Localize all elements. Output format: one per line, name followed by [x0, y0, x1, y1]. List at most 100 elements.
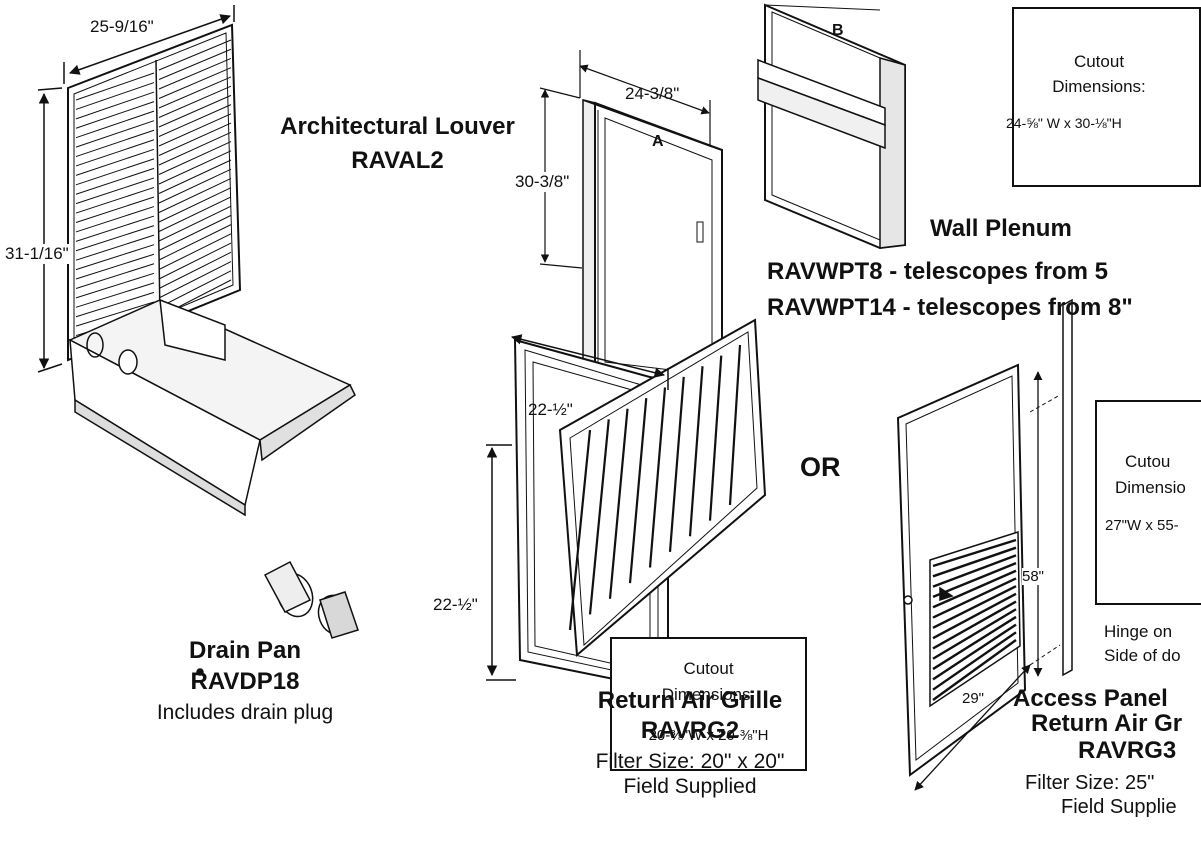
slat-line	[75, 110, 155, 139]
slat-line	[158, 205, 232, 242]
slat-line	[158, 261, 232, 299]
access-panel-title-2: Return Air Gr	[1031, 710, 1183, 737]
slat-line	[75, 253, 155, 280]
plenum-line-1: RAVWPT8 - telescopes from 5	[767, 258, 1108, 285]
plenum-cutout-box: Cutout Dimensions: 24-⅝" W x 30-⅛"H	[1006, 7, 1201, 187]
slat-line	[75, 82, 155, 110]
slat-line	[608, 408, 629, 599]
slat-line	[588, 419, 610, 615]
louver-height-dimension	[37, 87, 63, 373]
louver-title: Architectural Louver	[280, 113, 515, 140]
slat-line	[75, 148, 155, 176]
drain-pan-title: Drain Pan	[188, 637, 302, 664]
access-panel-width-dimension	[914, 664, 1031, 791]
slat-line	[932, 561, 1017, 599]
return-grille-width-label: 22-½"	[528, 400, 573, 419]
slat-line	[158, 122, 232, 156]
access-panel-filter: Filter Size: 25"	[1025, 772, 1155, 794]
plenum-drawing	[757, 3, 906, 250]
louver-model: RAVAL2	[351, 147, 444, 174]
access-panel-model: RAVRG3	[1078, 737, 1177, 764]
slat-line	[75, 91, 155, 120]
slat-line	[75, 158, 155, 186]
slat-line	[158, 104, 232, 137]
sleeve-width-label: 24-3/8"	[625, 84, 680, 103]
slat-line	[75, 244, 155, 271]
slat-line	[75, 129, 155, 158]
slat-line	[158, 196, 232, 232]
slat-line	[158, 159, 232, 194]
slat-line	[932, 600, 1017, 650]
return-grille-height-label: 22-½"	[433, 595, 478, 615]
slat-line	[158, 131, 232, 166]
slat-line	[75, 291, 155, 318]
slat-line	[728, 344, 742, 506]
slat-line	[75, 272, 155, 299]
slat-line	[75, 225, 155, 252]
slat-line	[75, 167, 155, 195]
slat-line	[75, 234, 155, 261]
return-grille-drawing	[513, 318, 767, 692]
slat-line	[158, 85, 232, 118]
drain-pan-drawing	[68, 298, 359, 676]
drain-pan-note: Includes drain plug	[156, 701, 334, 724]
or-label: OR	[800, 452, 841, 482]
plenum-label-b: B	[832, 22, 844, 39]
sleeve-drawing	[582, 99, 723, 386]
slat-line	[158, 141, 232, 175]
slat-line	[932, 585, 1017, 629]
sleeve-height-label: 30-3/8"	[515, 172, 570, 192]
slat-line	[158, 242, 232, 280]
plenum-line-2: RAVWPT14 - telescopes from 8"	[767, 294, 1133, 321]
access-panel-supplied: Field Supplie	[1061, 796, 1177, 818]
return-grille-width-dimension	[510, 334, 669, 390]
access-panel-hinge-2: Side of do	[1104, 646, 1181, 665]
access-panel-width-label: 29"	[962, 690, 985, 707]
slat-line	[688, 366, 704, 537]
return-grille-supplied: Field Supplied	[623, 775, 757, 798]
slat-line	[932, 569, 1017, 609]
drain-pan-model: RAVDP18	[190, 668, 300, 695]
plenum-title: Wall Plenum	[930, 215, 1072, 242]
slat-line	[932, 608, 1017, 660]
plenum-cutout-title: Cutout	[1073, 52, 1125, 71]
slat-line	[75, 206, 155, 233]
plenum-cutout-size: 24-⅝" W x 30-⅛"H	[1006, 115, 1122, 131]
louver-height-label: 31-1/16"	[5, 244, 69, 264]
slat-line	[158, 251, 232, 289]
slat-line	[932, 546, 1017, 578]
plenum-cutout-subtitle: Dimensions:	[1052, 77, 1146, 96]
slat-line	[932, 538, 1017, 568]
access-panel-title-1: Access Panel	[1013, 685, 1168, 712]
sleeve-label-a: A	[652, 133, 664, 150]
slat-line	[158, 113, 232, 147]
slat-line	[932, 592, 1017, 640]
slat-line	[568, 429, 592, 631]
slat-line	[708, 355, 723, 521]
slat-line	[158, 150, 232, 185]
slat-line	[75, 263, 155, 289]
return-grille-title: Return Air Grille	[597, 687, 783, 714]
return-grille-filter: Filter Size: 20" x 20"	[595, 750, 785, 773]
slat-line	[932, 554, 1017, 588]
louver-width-label: 25-9/16"	[90, 17, 154, 36]
return-grille-height-dimension	[486, 444, 516, 681]
slat-line	[648, 387, 667, 568]
slat-line	[75, 139, 155, 167]
slat-line	[158, 233, 232, 270]
access-panel-cutout-box: Cutou Dimensio 27"W x 55-	[1095, 400, 1201, 605]
slat-line	[75, 215, 155, 242]
slat-line	[75, 196, 155, 223]
return-grille-model: RAVRG2	[640, 717, 740, 744]
slat-line	[932, 577, 1017, 619]
slat-line	[75, 301, 155, 327]
slat-line	[932, 615, 1017, 671]
return-grille-cutout-subtitle: Dimensions:	[661, 685, 756, 704]
slat-line	[158, 270, 232, 308]
slat-line	[158, 178, 232, 213]
return-grille-cutout-size: 20-⅜"W x 20-⅜"H	[648, 727, 769, 744]
slat-line	[75, 282, 155, 308]
slat-line	[628, 398, 648, 584]
access-panel-cutout-subtitle: Dimensio	[1115, 478, 1186, 497]
slat-line	[668, 376, 685, 552]
